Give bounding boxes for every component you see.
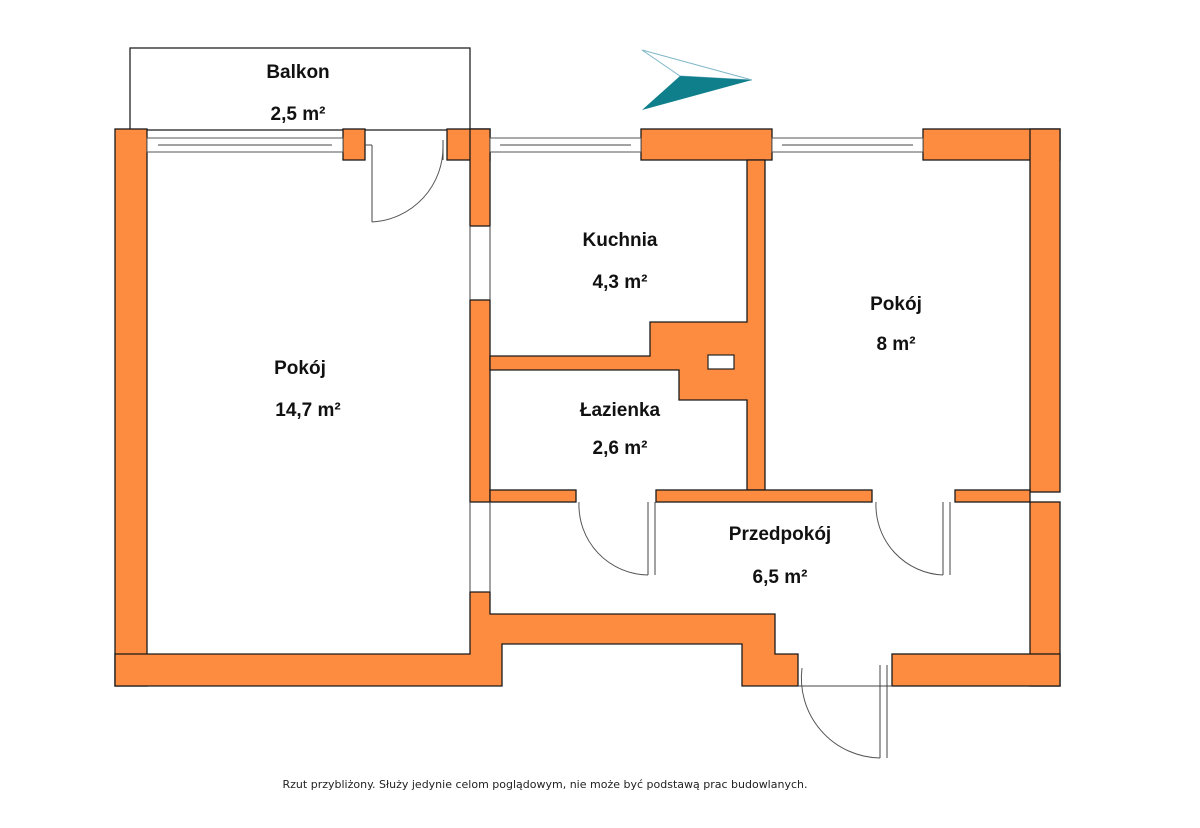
room-area-kuchnia: 4,3 m² <box>593 272 648 293</box>
room-area-pokoj-duzy: 14,7 m² <box>275 400 340 421</box>
room-name-kuchnia: Kuchnia <box>583 230 658 251</box>
balcony-outline <box>129 47 471 131</box>
walls <box>114 128 1061 687</box>
room-name-balkon: Balkon <box>266 62 329 83</box>
room-name-lazienka: Łazienka <box>580 400 661 421</box>
doors <box>365 140 951 759</box>
compass-icon <box>641 49 753 110</box>
room-area-balkon: 2,5 m² <box>271 104 326 125</box>
room-area-pokoj-maly: 8 m² <box>876 334 915 355</box>
room-labels: Balkon 2,5 m² Pokój 14,7 m² Kuchnia 4,3 … <box>266 62 922 588</box>
room-name-przedpokoj: Przedpokój <box>729 524 831 545</box>
vent-shaft <box>707 354 735 370</box>
room-area-lazienka: 2,6 m² <box>593 438 648 459</box>
room-name-pokoj-maly: Pokój <box>870 294 922 315</box>
windows <box>146 137 924 153</box>
disclaimer-text: Rzut przybliżony. Służy jedynie celom po… <box>282 778 808 791</box>
room-name-pokoj-duzy: Pokój <box>274 358 326 379</box>
room-area-przedpokoj: 6,5 m² <box>753 567 808 588</box>
